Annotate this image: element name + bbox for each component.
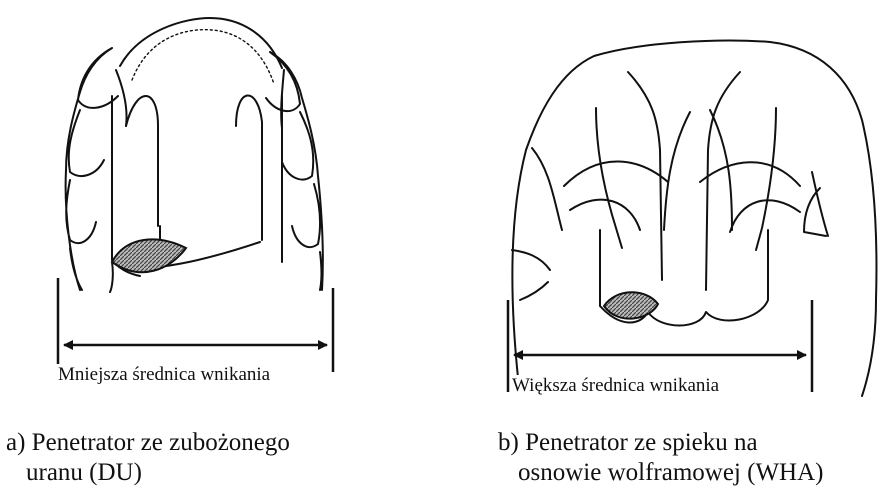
wha-right-shoulder <box>804 172 828 236</box>
du-caption-line1: a) Penetrator ze zubożonego <box>6 429 290 456</box>
du-dotted-arc <box>132 30 274 84</box>
du-right-petals <box>266 52 323 290</box>
du-penetrator-diagram <box>66 18 323 292</box>
du-inner-column <box>112 95 282 262</box>
du-caption-line2: uranu (DU) <box>6 458 290 488</box>
wha-caption-line2: osnowie wolframowej (WHA) <box>498 458 823 488</box>
wha-diameter-label: Większa średnica wnikania <box>510 375 721 397</box>
du-diameter-label: Mniejsza średnica wnikania <box>56 364 272 386</box>
du-diameter-arrow <box>58 278 333 372</box>
wha-outer-dome <box>512 41 876 396</box>
wha-caption-line1: b) Penetrator ze spieku na <box>498 429 758 456</box>
wha-left-shoulder <box>512 148 562 300</box>
du-hatched-lens <box>112 239 186 272</box>
du-left-petals <box>66 48 118 290</box>
du-caption: a) Penetrator ze zubożonego uranu (DU) <box>6 428 290 488</box>
du-head-outline <box>116 18 284 128</box>
wha-caption: b) Penetrator ze spieku na osnowie wolfr… <box>498 428 823 488</box>
wha-penetrator-diagram <box>512 41 876 396</box>
